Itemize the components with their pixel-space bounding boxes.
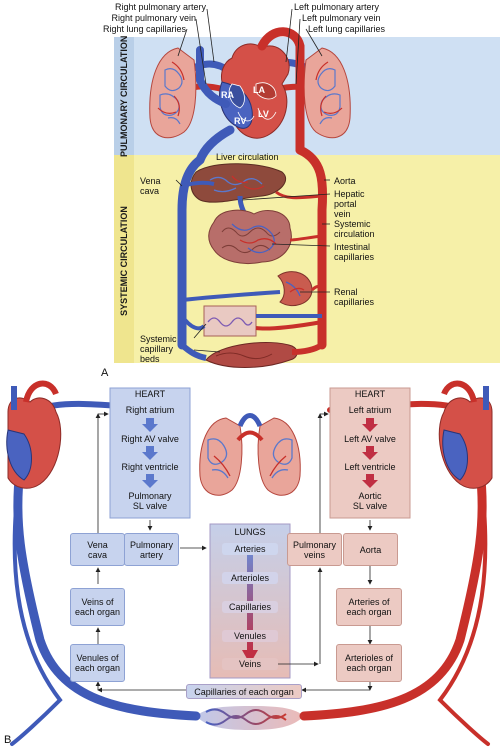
flow-arrows-b xyxy=(95,411,373,693)
label-aorta-a: Aorta xyxy=(334,176,356,186)
hepatic-vein-a xyxy=(181,180,215,188)
capillary-bed-b xyxy=(196,706,304,730)
heart-column-arrows xyxy=(142,418,378,488)
step-aortic-sl-valve: Aortic SL valve xyxy=(352,491,388,511)
step-left-av-valve: Left AV valve xyxy=(344,433,396,444)
capillary-bed-artery-a xyxy=(255,320,323,331)
box-vena-cava: Vena cava xyxy=(70,533,125,566)
box-venules-of-each-organ: Venules of each organ xyxy=(70,644,125,682)
lungs-capillaries: Capillaries xyxy=(222,601,278,613)
lungs-venules: Venules xyxy=(222,630,278,642)
lungs-veins: Veins xyxy=(222,658,278,670)
lungs-arterioles: Arterioles xyxy=(222,572,278,584)
step-left-atrium: Left atrium xyxy=(348,404,392,415)
label-liver-circulation: Liver circulation xyxy=(216,152,279,162)
label-vena-cava-a: Vena cava xyxy=(140,176,161,196)
label-systemic-capillary-beds: Systemic capillary beds xyxy=(140,334,177,364)
capillary-bed-box-a xyxy=(203,305,257,337)
kidney-a xyxy=(277,271,313,306)
heading-heart-right-side: HEART xyxy=(134,389,166,399)
liver-a xyxy=(190,163,287,203)
capillary-loop-a xyxy=(207,317,253,327)
box-arteries-of-each-organ: Arteries of each organ xyxy=(336,588,402,626)
step-right-ventricle: Right ventricle xyxy=(121,461,179,472)
hepatic-artery-a xyxy=(275,190,323,200)
mesenteric-artery-a xyxy=(289,234,323,242)
step-right-av-valve: Right AV valve xyxy=(121,433,179,444)
label-right-lung-capillaries: Right lung capillaries xyxy=(102,24,186,34)
renal-vein-a xyxy=(181,290,281,302)
lungs-arteries: Arteries xyxy=(222,543,278,555)
label-systemic-circulation: Systemic circulation xyxy=(334,219,375,239)
heart-b-left xyxy=(6,380,62,489)
systemic-circulation-band: SYSTEMIC CIRCULATION xyxy=(119,206,129,316)
leader-lines-a xyxy=(175,8,331,353)
label-renal-capillaries: Renal capillaries xyxy=(334,287,375,307)
panel-a-letter: A xyxy=(101,367,109,379)
box-arterioles-of-each-organ: Arterioles of each organ xyxy=(336,644,402,682)
lungs-b xyxy=(199,413,301,496)
panel-b-letter: B xyxy=(4,734,12,746)
box-veins-of-each-organ: Veins of each organ xyxy=(70,588,125,626)
renal-artery-a xyxy=(310,284,323,292)
box-capillaries-of-each-organ: Capillaries of each organ xyxy=(186,684,302,699)
label-left-lung-capillaries: Left lung capillaries xyxy=(308,24,386,34)
label-left-pulmonary-vein: Left pulmonary vein xyxy=(302,13,381,23)
panel-b-loop xyxy=(10,400,490,746)
label-hepatic-portal-vein: Hepatic portal vein xyxy=(334,189,365,219)
right-lung-a xyxy=(149,47,197,139)
box-aorta: Aorta xyxy=(343,533,398,566)
intestines-a xyxy=(208,209,292,264)
heart-b-right xyxy=(438,380,493,489)
leg-artery-a xyxy=(291,342,324,355)
label-rv: RV xyxy=(234,116,247,126)
label-la: LA xyxy=(253,85,265,95)
step-left-ventricle: Left ventricle xyxy=(344,461,396,472)
box-pulmonary-artery: Pulmonary artery xyxy=(124,533,179,566)
label-right-pulmonary-vein: Right pulmonary vein xyxy=(111,13,196,23)
pulmonary-circulation-band: PULMONARY CIRCULATION xyxy=(119,35,129,157)
capillary-bed-vessels-a xyxy=(180,314,323,331)
heading-heart-left-side: HEART xyxy=(354,389,386,399)
step-pulmonary-sl-valve: Pulmonary SL valve xyxy=(128,491,172,511)
heart-a xyxy=(219,43,290,139)
step-right-atrium: Right atrium xyxy=(125,404,175,415)
label-intestinal-capillaries: Intestinal capillaries xyxy=(334,242,375,262)
heading-lungs: LUNGS xyxy=(234,527,266,537)
label-ra: RA xyxy=(221,90,234,100)
lungs-column-arrowhead xyxy=(242,650,258,664)
leg-vein-a xyxy=(180,342,207,361)
label-right-pulmonary-artery: Right pulmonary artery xyxy=(114,2,206,12)
label-left-pulmonary-artery: Left pulmonary artery xyxy=(294,2,380,12)
label-lv: LV xyxy=(258,109,269,119)
box-pulmonary-veins: Pulmonary veins xyxy=(287,533,342,566)
